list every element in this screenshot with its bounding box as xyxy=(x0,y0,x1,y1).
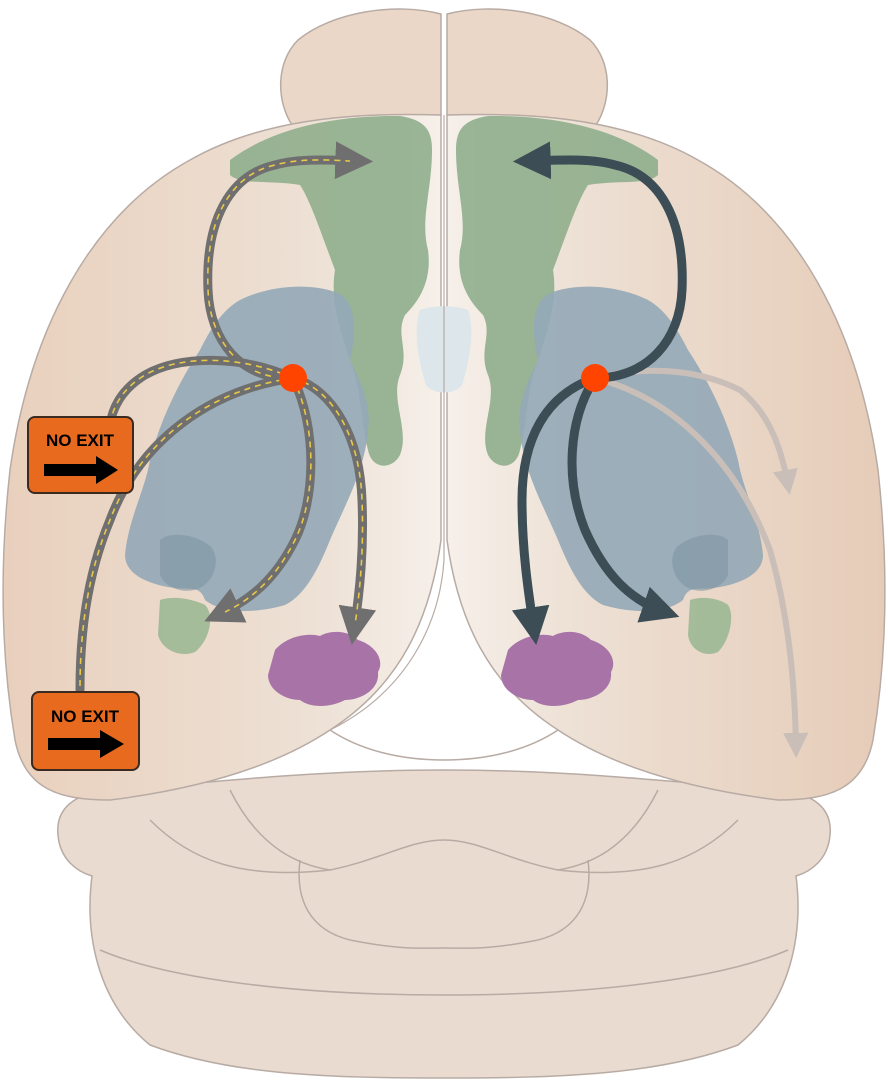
cerebellum xyxy=(57,769,831,1079)
left-path-frontal xyxy=(203,141,374,383)
left-path-thalamus xyxy=(288,373,377,645)
arrow-right-icon xyxy=(48,730,124,758)
right-path-amygdala xyxy=(567,373,680,623)
arrow-right-icon xyxy=(44,456,118,484)
cerebellum-fold xyxy=(298,859,590,949)
left-striatum xyxy=(125,286,369,612)
right-pathways xyxy=(511,141,809,759)
midline xyxy=(329,115,445,731)
left-structures xyxy=(125,115,432,706)
right-amygdala xyxy=(688,597,732,655)
no-exit-sign-upper-text: NO EXIT xyxy=(46,431,115,450)
right-path-frontal xyxy=(512,141,687,383)
left-path-amygdala xyxy=(204,373,316,623)
right-striatum-shadow xyxy=(672,534,728,591)
right-origin-dot xyxy=(581,364,609,392)
right-frontal-cortex xyxy=(456,115,658,466)
cerebellum-lower-fold xyxy=(99,949,789,996)
left-path-dead-end-upper xyxy=(105,355,298,430)
left-origin-dot xyxy=(279,364,307,392)
left-striatum-shadow xyxy=(160,534,216,591)
olfactory-bulb-right xyxy=(446,8,608,126)
right-thalamus xyxy=(501,631,614,706)
cerebellum-inner-fold xyxy=(229,789,659,871)
left-frontal-cortex xyxy=(230,115,432,466)
no-exit-sign-upper: NO EXIT xyxy=(27,416,134,494)
no-exit-sign-lower-text: NO EXIT xyxy=(51,707,120,726)
left-amygdala xyxy=(158,597,211,655)
midbrain-outline xyxy=(329,729,559,761)
no-exit-sign-lower: NO EXIT xyxy=(31,691,140,771)
right-path-faded-lower xyxy=(592,375,809,759)
left-pathways xyxy=(75,141,377,695)
olfactory-bulb-left xyxy=(280,8,442,126)
right-path-thalamus xyxy=(511,373,600,645)
left-thalamus xyxy=(268,631,381,706)
left-path-dead-end-lower xyxy=(75,373,298,695)
cerebellum-lobule xyxy=(149,819,739,874)
